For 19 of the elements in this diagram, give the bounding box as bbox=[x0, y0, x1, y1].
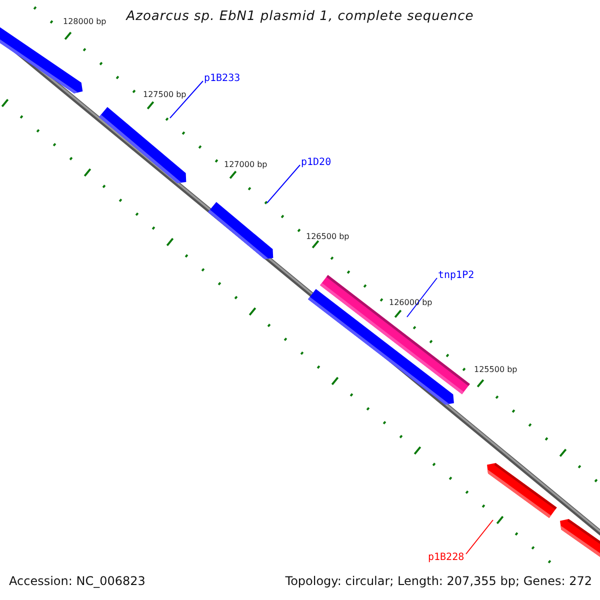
leader-line bbox=[406, 278, 438, 318]
gene-label: p1D20 bbox=[301, 157, 332, 169]
tick-label: 127000 bp bbox=[224, 160, 268, 169]
accession-text: Accession: NC_006823 bbox=[9, 574, 146, 588]
gene-label: tnp1P2 bbox=[438, 270, 474, 282]
tick-label: 126000 bp bbox=[389, 298, 432, 307]
leader-line bbox=[170, 80, 204, 118]
gene-feature bbox=[487, 463, 557, 518]
map-info-text: Topology: circular; Length: 207,355 bp; Genes: 272 bbox=[285, 574, 592, 588]
leader-line bbox=[466, 520, 494, 554]
leader-line bbox=[266, 164, 300, 204]
gene-feature bbox=[208, 202, 273, 260]
gene-feature bbox=[98, 107, 186, 184]
gene-feature bbox=[308, 288, 454, 404]
map-title: Azoarcus sp. EbN1 plasmid 1, complete sequence bbox=[126, 9, 474, 24]
gene-label: p1B228 bbox=[428, 552, 464, 564]
tick-label: 126500 bp bbox=[306, 232, 350, 241]
gene-label: p1B233 bbox=[204, 73, 240, 85]
tick-label: 128000 bp bbox=[63, 17, 106, 26]
